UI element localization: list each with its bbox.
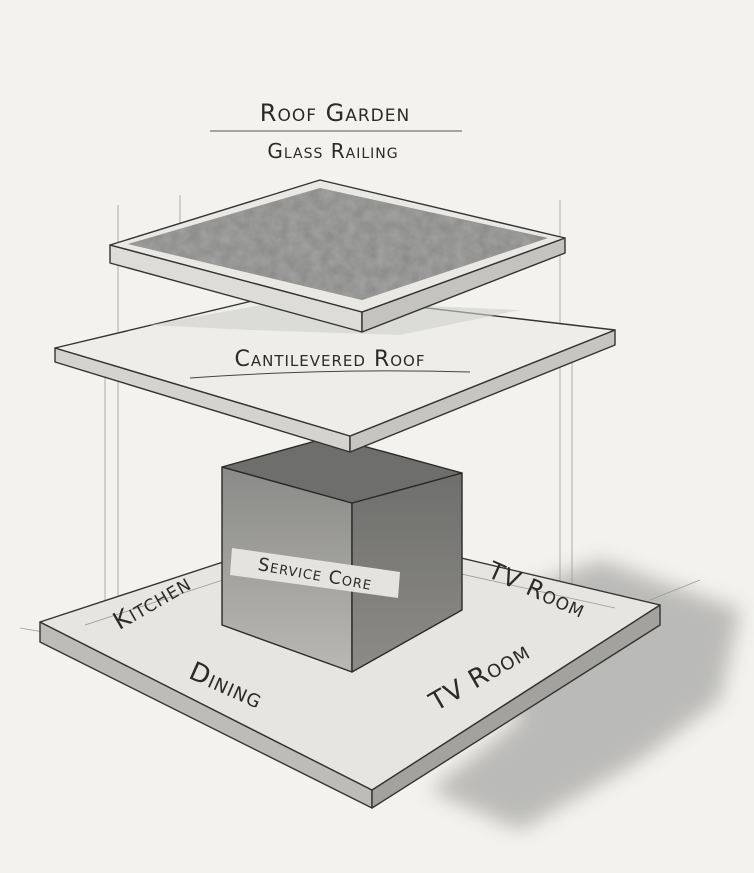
cantilevered-roof-label: Cantilevered Roof bbox=[235, 347, 426, 372]
roof-label-underline bbox=[189, 370, 471, 379]
service-core-label-band bbox=[230, 548, 400, 598]
construction-lines bbox=[19, 195, 701, 641]
glass-railing-label: Glass Railing bbox=[267, 139, 398, 163]
roof-garden-title: Roof Garden bbox=[260, 99, 410, 127]
cantilevered-roof-slab bbox=[54, 291, 616, 453]
